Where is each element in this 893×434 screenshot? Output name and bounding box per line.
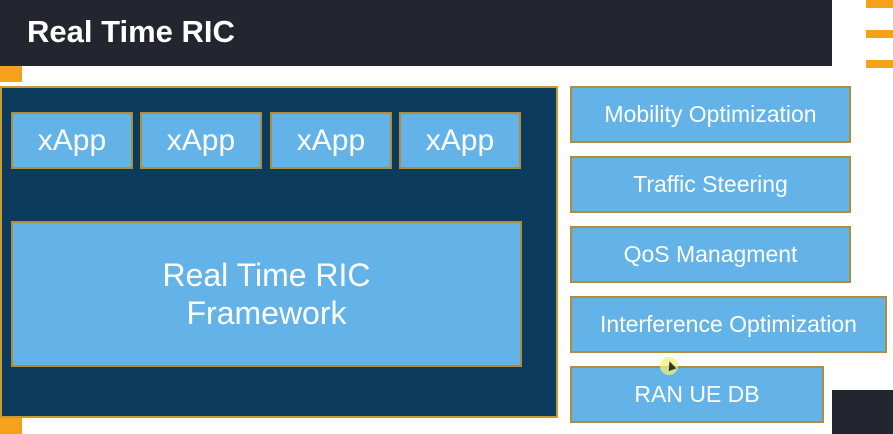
function-mobility-optimization: Mobility Optimization [570,86,851,143]
function-ran-ue-db: RAN UE DB [570,366,824,423]
xapp-box-3: xApp [270,112,392,169]
slide-header: Real Time RIC [0,0,832,66]
accent-bar-left [0,66,22,82]
accent-bar-right-2 [866,30,893,38]
xapp-box-4: xApp [399,112,521,169]
function-qos-management: QoS Managment [570,226,851,283]
framework-line-1: Real Time RIC [162,257,371,293]
corner-decoration [832,390,893,434]
function-traffic-steering: Traffic Steering [570,156,851,213]
slide-title: Real Time RIC [27,14,235,49]
function-interference-optimization: Interference Optimization [570,296,887,353]
xapp-box-2: xApp [140,112,262,169]
cursor-highlight [660,357,678,375]
accent-bar-bottom [0,418,22,434]
framework-line-2: Framework [186,295,347,331]
accent-bar-right-3 [866,60,893,68]
accent-bar-right-1 [866,0,893,8]
ric-framework-box: Real Time RIC Framework [11,221,522,367]
xapp-box-1: xApp [11,112,133,169]
